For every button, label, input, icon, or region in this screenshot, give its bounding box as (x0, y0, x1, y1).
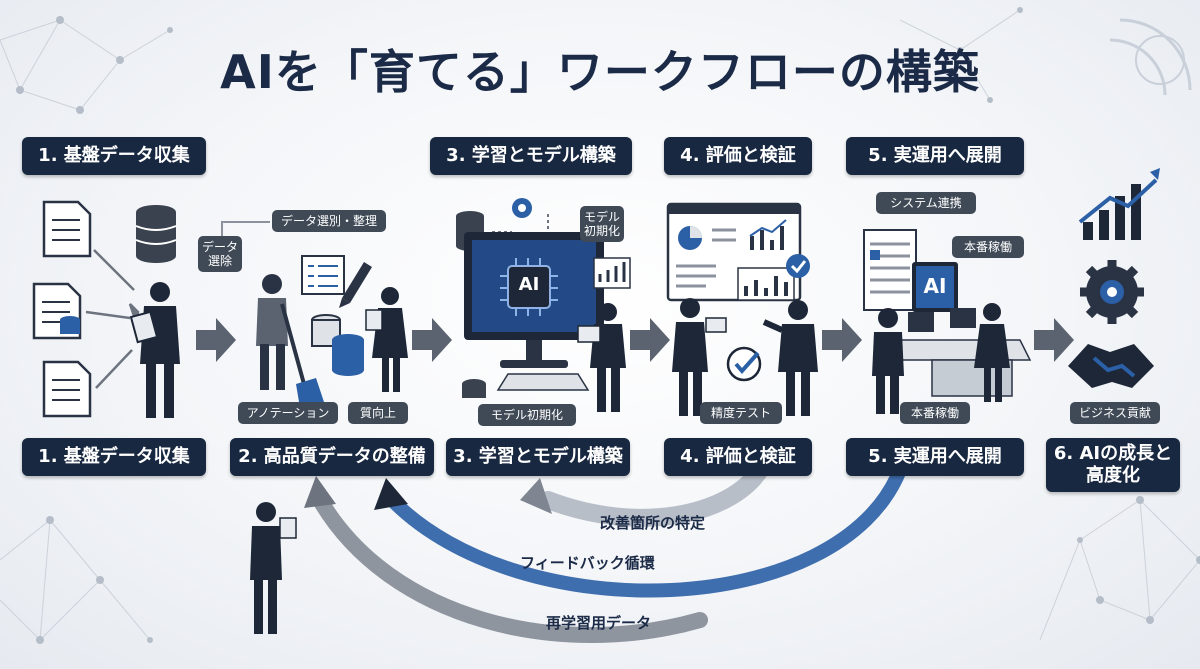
monitor-icon (912, 262, 958, 312)
gear-icon (1080, 260, 1144, 324)
top-step-3-tag: 3. 学習とモデル構築 (430, 137, 632, 175)
pill-data-selection: データ選別・整理 (272, 210, 386, 232)
bottom-step-3-tag: 3. 学習とモデル構築 (446, 438, 630, 476)
screen-ai-label-2: AI (923, 274, 947, 298)
label-improvement: 改善箇所の特定 (600, 514, 706, 532)
screen-ai-label: AI (518, 274, 540, 295)
top-step-4-tag: 4. 評価と検証 (664, 137, 812, 175)
database-icon (135, 205, 177, 263)
person-icon (974, 303, 1010, 402)
stage-arrow (412, 318, 452, 362)
person-icon (577, 303, 626, 412)
pencil-icon (339, 262, 372, 308)
collect-arrows (85, 249, 140, 389)
page-title: AIを「育てる」ワークフローの構築 (220, 45, 980, 99)
pill-accuracy-test: 精度テスト (700, 402, 782, 424)
pill-model-init-line1: モデル (583, 210, 620, 224)
top-step-1-tag: 1. 基盤データ収集 (22, 137, 206, 175)
stage-arrow (630, 318, 670, 362)
pill-production-run-bottom: 本番稼働 (900, 402, 970, 424)
document-icon (42, 200, 92, 258)
server-panel-icon (863, 229, 917, 311)
pill-production-run-top: 本番稼働 (952, 236, 1024, 258)
stage-arrow (1034, 318, 1074, 362)
label-feedback-loop: フィードバック循環 (520, 554, 655, 572)
label-retrain: 再学習用データ (546, 614, 652, 632)
handshake-icon (1068, 344, 1154, 388)
person-icon (365, 287, 408, 392)
pill-annotation: アノテーション (238, 402, 338, 424)
database-icon (311, 314, 364, 376)
list-card-icon (301, 255, 345, 295)
bottom-step-2-tag: 2. 高品質データの整備 (230, 438, 434, 476)
keyboard-icon (462, 373, 590, 398)
document-icon (32, 282, 82, 340)
growth-chart-icon (1078, 168, 1160, 240)
pill-quality-up: 質向上 (348, 402, 408, 424)
bottom-step-6-line2: 高度化 (1086, 465, 1140, 486)
broom-icon (280, 303, 324, 408)
bottom-step-6-tag: 6. AIの成長と 高度化 (1046, 438, 1180, 492)
bottom-step-1-tag: 1. 基盤データ収集 (22, 438, 206, 476)
pill-system-integration: システム連携 (876, 192, 976, 214)
person-icon (256, 274, 288, 390)
bar-chart-icon (593, 257, 631, 289)
checkmark-icon (786, 254, 810, 278)
person-icon (250, 502, 297, 634)
pill-data-cleaning: データ 選除 (198, 236, 242, 272)
checkmark-icon (726, 346, 762, 382)
person-icon (672, 298, 727, 416)
gear-icon (512, 198, 532, 218)
feedback-loop-arrows (304, 461, 907, 643)
pill-business-contribution: ビジネス貢献 (1070, 402, 1160, 424)
desk-icon (888, 308, 1032, 397)
pill-data-cleaning-line2: 選除 (207, 254, 232, 268)
person-icon (762, 300, 818, 416)
pill-data-cleaning-line1: データ (201, 240, 238, 254)
stage-arrow (196, 318, 236, 362)
chip-icon (500, 258, 558, 316)
pill-model-init-line2: 初期化 (583, 224, 620, 238)
bottom-step-5-tag: 5. 実運用へ展開 (846, 438, 1024, 476)
pill-model-init-bottom: モデル初期化 (478, 404, 576, 426)
bottom-step-6-line1: 6. AIの成長と (1053, 443, 1173, 464)
person-icon (129, 282, 180, 418)
top-step-5-tag: 5. 実運用へ展開 (846, 137, 1024, 175)
stage-arrow (822, 318, 862, 362)
bottom-step-4-tag: 4. 評価と検証 (664, 438, 812, 476)
pill-model-init: モデル 初期化 (580, 206, 624, 242)
document-icon (42, 360, 92, 418)
bar-chart-icon (737, 267, 795, 301)
person-icon (872, 308, 904, 414)
